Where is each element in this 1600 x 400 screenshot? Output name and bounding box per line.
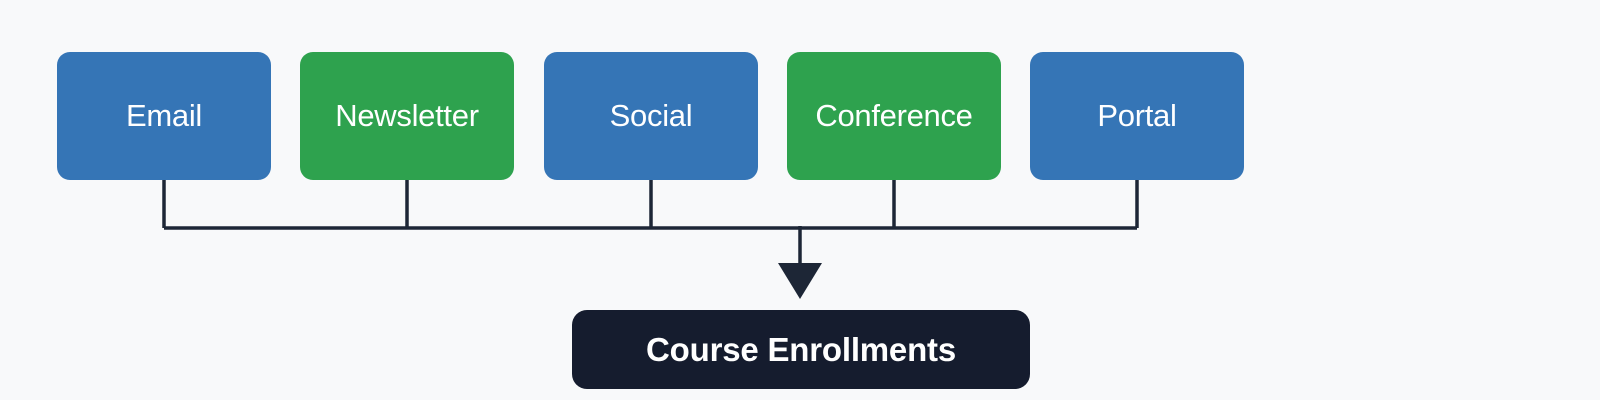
node-email-label: Email: [125, 98, 202, 133]
arrowhead-icon: [778, 263, 822, 299]
edge-lines: [162, 180, 1139, 266]
node-email: Email: [57, 52, 271, 180]
node-social: Social: [544, 52, 758, 180]
node-portal: Portal: [1030, 52, 1244, 180]
node-social-label: Social: [609, 98, 693, 133]
node-conference-label: Conference: [815, 98, 973, 133]
node-conference: Conference: [787, 52, 1001, 180]
node-newsletter: Newsletter: [300, 52, 514, 180]
node-portal-label: Portal: [1097, 98, 1177, 133]
node-course-enrollments-label: Course Enrollments: [646, 330, 956, 368]
node-course-enrollments: Course Enrollments: [572, 310, 1030, 389]
node-newsletter-label: Newsletter: [335, 98, 479, 133]
